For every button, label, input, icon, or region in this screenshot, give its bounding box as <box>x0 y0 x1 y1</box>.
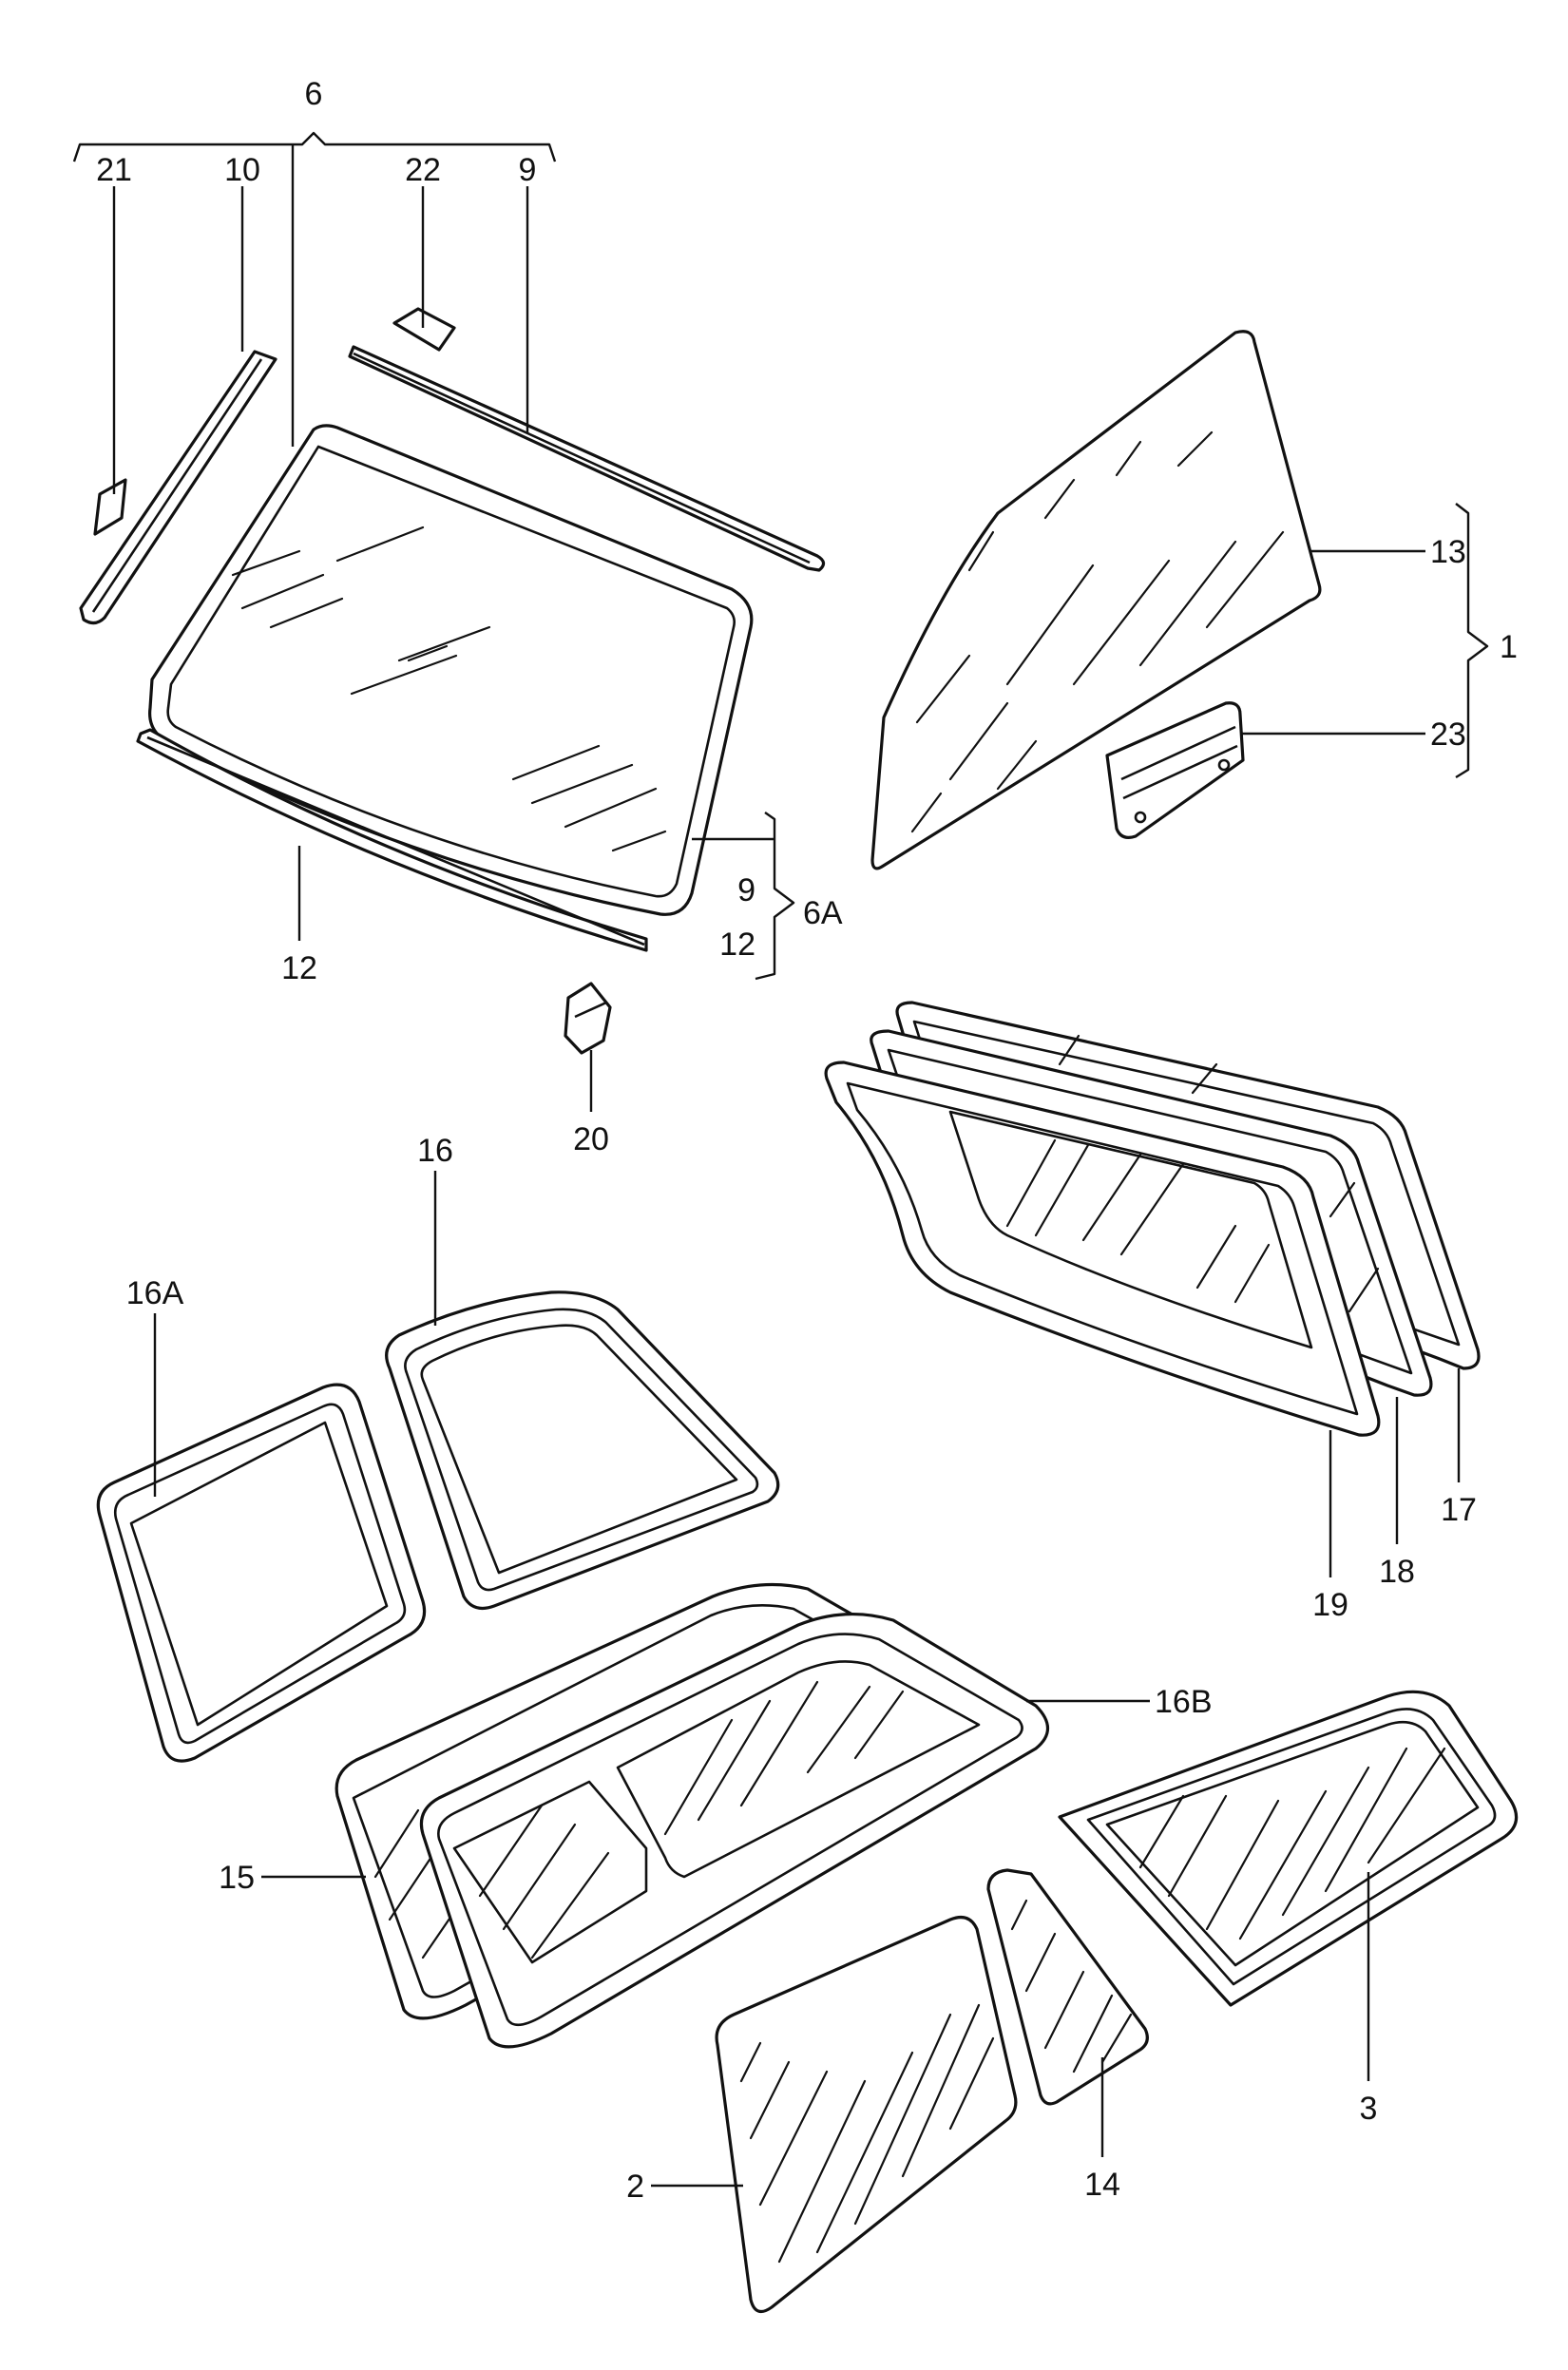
group-1-bracket: 1 <box>1455 503 1518 779</box>
callout-13: 13 <box>1430 534 1466 570</box>
callout-17: 17 <box>1441 1492 1477 1528</box>
callout-21: 21 <box>96 152 132 188</box>
door-glass-glare-lines <box>910 430 1285 833</box>
callout-16a: 16A <box>126 1275 184 1311</box>
quarter-window-glare-lines <box>1005 1034 1380 1313</box>
windshield <box>148 424 754 916</box>
callout-2: 2 <box>626 2169 644 2205</box>
side-glass-3-glare-lines <box>1138 1747 1446 1940</box>
callout-6a: 6A <box>803 895 843 931</box>
frame-16b: 16B <box>419 1612 1213 2049</box>
callout-16: 16 <box>417 1133 453 1169</box>
clip-20: 20 <box>564 982 612 1157</box>
callout-3: 3 <box>1360 2091 1378 2127</box>
callout-15: 15 <box>219 1860 255 1896</box>
callout-18: 18 <box>1379 1554 1415 1590</box>
callout-10: 10 <box>224 152 260 188</box>
callout-19: 19 <box>1312 1587 1348 1623</box>
quarter-window-frame-19: 19 <box>824 1034 1381 1623</box>
small-glass-14: 14 <box>986 1868 1149 2203</box>
frame-16: 16 <box>385 1133 780 1610</box>
callout-16b: 16B <box>1155 1684 1213 1720</box>
group-6-bracket: 6 <box>72 76 557 447</box>
callout-9-right: 9 <box>737 872 755 908</box>
group-6a-bracket: 9 12 6A <box>692 812 843 981</box>
callout-23: 23 <box>1430 717 1466 753</box>
molding-10: 10 <box>79 152 277 625</box>
small-glass-14-glare-lines <box>1010 1899 1133 2074</box>
callout-9-top: 9 <box>519 152 537 188</box>
molding-12-lower: 12 <box>136 728 648 986</box>
side-glass-3: 3 <box>1058 1690 1519 2127</box>
glass-guide-23: 23 <box>1105 701 1466 839</box>
clip-21: 21 <box>93 152 132 536</box>
callout-14: 14 <box>1084 2167 1120 2203</box>
callout-12-left: 12 <box>281 950 317 986</box>
frame-16b-glare-lines <box>478 1680 905 1959</box>
pad-22: 22 <box>392 152 456 352</box>
door-glass-13: 13 <box>870 330 1466 870</box>
glass-2-glare-lines <box>739 2003 995 2264</box>
callout-22: 22 <box>405 152 441 188</box>
callout-6: 6 <box>305 76 323 112</box>
callout-1: 1 <box>1500 629 1518 665</box>
molding-9-upper: 9 <box>348 152 826 572</box>
windshield-glare-lines <box>231 526 667 852</box>
glass-2: 2 <box>626 1916 1018 2314</box>
frame-16a: 16A <box>96 1275 427 1763</box>
callout-20: 20 <box>573 1121 609 1157</box>
callout-12-right: 12 <box>719 927 755 963</box>
